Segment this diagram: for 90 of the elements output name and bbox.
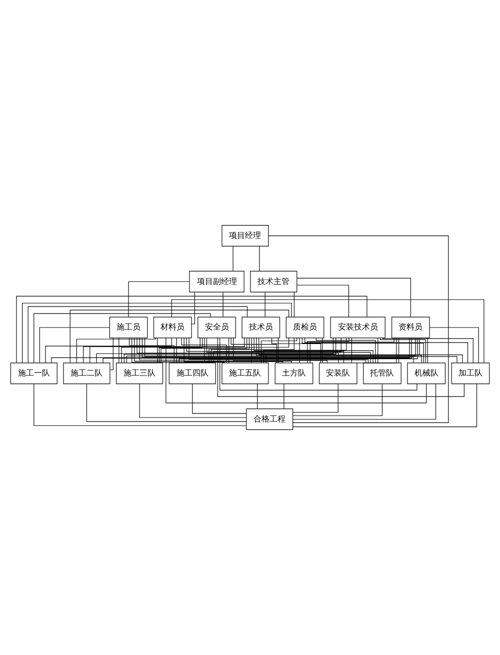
connector (259, 246, 260, 272)
connector (34, 313, 211, 363)
connector (302, 338, 424, 364)
connector (264, 292, 266, 318)
connector (90, 338, 245, 364)
node-box: 施工二队 (63, 362, 110, 384)
connector (233, 338, 328, 364)
connector (82, 338, 200, 364)
connector (157, 338, 158, 364)
connector (258, 338, 463, 364)
connector (118, 338, 120, 364)
node-box: 质检员 (286, 316, 324, 338)
connector (292, 384, 338, 413)
connector (22, 302, 292, 364)
connector (16, 296, 368, 364)
connector (230, 338, 277, 364)
node-box: 施工五队 (222, 362, 269, 384)
connector (251, 338, 252, 364)
connector (192, 384, 246, 414)
connector (263, 338, 347, 364)
connector (222, 292, 224, 318)
connector (351, 338, 352, 364)
connector (34, 384, 247, 426)
connector (316, 338, 376, 364)
node-box: 技术员 (242, 316, 280, 338)
connector (228, 338, 230, 364)
connector (232, 246, 234, 272)
connector (304, 338, 468, 364)
node-box: 施工三队 (116, 362, 164, 384)
connector (292, 384, 436, 420)
connector (356, 338, 397, 364)
connector (128, 338, 174, 364)
node-box: 合格工程 (246, 408, 294, 430)
node-box: 项目副经理 (189, 270, 244, 292)
connector (307, 338, 350, 364)
connector (45, 338, 172, 364)
connector (132, 338, 225, 364)
connector (271, 338, 322, 364)
node-box: 安装队 (318, 362, 358, 384)
connector (204, 338, 205, 364)
connector (213, 338, 342, 364)
connector (310, 338, 394, 364)
connector (398, 338, 400, 364)
node-box: 技术主管 (250, 270, 298, 292)
connector (110, 338, 114, 370)
connector (139, 384, 247, 418)
connector (208, 338, 250, 364)
connector (171, 299, 484, 364)
connector (86, 384, 247, 422)
connector (220, 338, 418, 390)
connector (166, 338, 427, 404)
connector (176, 338, 177, 364)
connector (217, 338, 464, 397)
connector (296, 284, 350, 318)
node-box: 土方队 (274, 362, 314, 384)
connector (322, 338, 323, 364)
connector (70, 310, 290, 363)
connector (39, 327, 110, 364)
connector (76, 338, 156, 364)
connector (28, 306, 248, 364)
connector (260, 338, 298, 364)
node-box: 施工一队 (10, 362, 58, 384)
connector (292, 384, 383, 416)
connector (210, 338, 294, 364)
connector (160, 338, 248, 363)
connector (191, 292, 195, 324)
node-box: 加工队 (451, 362, 490, 384)
connector (429, 327, 479, 364)
node-box: 机械队 (407, 362, 446, 384)
connector (158, 338, 203, 364)
node-box: 项目经理 (222, 225, 269, 246)
connector (181, 338, 227, 364)
connector (299, 338, 300, 364)
connector (184, 338, 284, 364)
connector (254, 338, 374, 364)
connector (296, 278, 411, 318)
node-box: 安全员 (198, 316, 236, 338)
node-box: 施工四队 (168, 362, 216, 384)
node-box: 资料员 (392, 316, 430, 338)
node-box: 材料员 (153, 316, 192, 338)
connector (268, 235, 449, 423)
connector (292, 384, 478, 428)
connector (380, 338, 426, 364)
connector (382, 338, 474, 364)
node-box: 安装技术员 (330, 316, 386, 338)
connector (427, 338, 428, 364)
node-box: 施工员 (109, 316, 148, 338)
node-box: 托管队 (363, 362, 402, 384)
connector (128, 281, 190, 318)
connector (257, 384, 258, 409)
